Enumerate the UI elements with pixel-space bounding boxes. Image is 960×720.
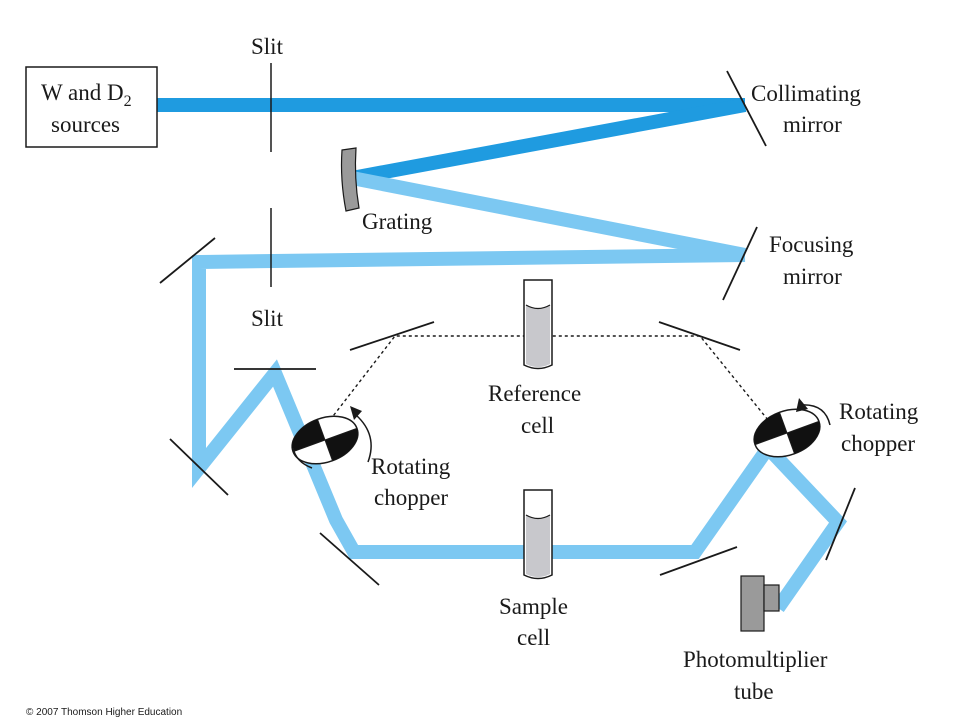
chopper-right-label-line2: chopper [841,431,915,456]
chopper-left-label-line2: chopper [374,485,448,510]
fold-mirror-top-left [159,237,216,284]
rotating-chopper-right: Rotating chopper [753,398,919,458]
sample-label-line2: cell [517,625,550,650]
sample-label-line1: Sample [499,594,568,619]
reference-mirror-left [349,321,435,351]
collimating-label-line1: Collimating [751,81,861,106]
grating-label: Grating [362,209,433,234]
copyright-text: © 2007 Thomson Higher Education [26,707,182,718]
rotation-arrow-icon [796,398,808,412]
pmt-label-line1: Photomultiplier [683,647,828,672]
source-box: W and D2 sources [25,66,158,148]
focusing-mirror: Focusing mirror [722,226,854,301]
fold-mirror-bottom-left [169,438,229,496]
beam-grating-to-focusing [350,171,747,262]
reference-label-line2: cell [521,413,554,438]
beam-focusing-to-slit-path [192,248,848,613]
chopper-right-label-line1: Rotating [839,399,919,424]
exit-slit: Slit [234,306,316,370]
reference-cell: Reference cell [488,279,581,438]
photomultiplier-tube: Photomultiplier tube [683,575,828,704]
rotation-arrow-icon [350,406,362,420]
focusing-label-line2: mirror [783,264,842,289]
source-label-line2: sources [51,112,120,137]
source-label-line1: W and D2 [41,80,132,110]
beam-collimator-to-grating [350,98,747,185]
reference-mirror-right [658,321,741,351]
final-mirror [825,487,856,561]
slit-bottom-label: Slit [251,306,284,331]
collimating-label-line2: mirror [783,112,842,137]
sample-mirror-right [659,546,738,576]
focusing-label-line1: Focusing [769,232,854,257]
grating: Grating [340,147,433,234]
sample-mirror-left [319,532,380,586]
entrance-slit: Slit [251,34,284,287]
reference-label-line1: Reference [488,381,581,406]
collimating-mirror: Collimating mirror [726,70,861,147]
rotating-chopper-left: Rotating chopper [291,406,451,510]
beam-paths [157,98,848,613]
slit-top-label: Slit [251,34,284,59]
pmt-label-line2: tube [734,679,774,704]
chopper-left-label-line1: Rotating [371,454,451,479]
sample-cell: Sample cell [499,489,568,650]
